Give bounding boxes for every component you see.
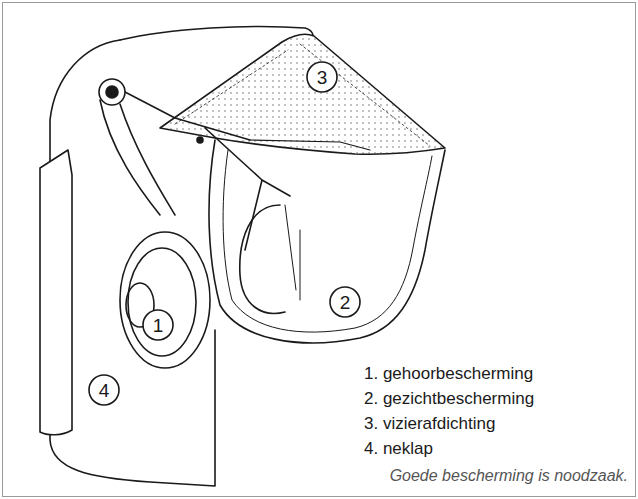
callout-number: 2 — [340, 293, 351, 312]
rivet — [197, 137, 203, 143]
muff-band — [285, 205, 300, 300]
part-name: 2. gezichtbescherming — [364, 389, 534, 409]
headband — [100, 100, 175, 215]
face-shield — [209, 140, 445, 343]
ear-cushion — [128, 248, 196, 356]
part-name: 4. neklap — [364, 439, 433, 459]
callout-circle — [89, 375, 119, 405]
pivot-bolt — [106, 86, 118, 98]
shield-rim — [223, 150, 432, 332]
visor-bracket — [250, 140, 370, 150]
callout-number: 4 — [99, 381, 110, 400]
callout-number: 1 — [153, 316, 164, 335]
callout-circle — [330, 287, 360, 317]
helmet-shell — [120, 27, 313, 41]
caption: Goede bescherming is noodzaak. — [390, 467, 628, 485]
ear-muff-far — [240, 205, 285, 313]
ear-muff — [120, 232, 210, 368]
part-name: 1. gehoorbescherming — [364, 364, 533, 384]
part-name: 3. vizierafdichting — [364, 414, 495, 434]
callout-circle — [307, 62, 337, 92]
flap-strip — [40, 150, 72, 435]
callout-number: 3 — [317, 68, 328, 87]
callout-circle — [143, 310, 173, 340]
pivot-hub — [99, 79, 125, 105]
seal-stitching — [175, 44, 430, 146]
frame-border — [3, 3, 636, 497]
